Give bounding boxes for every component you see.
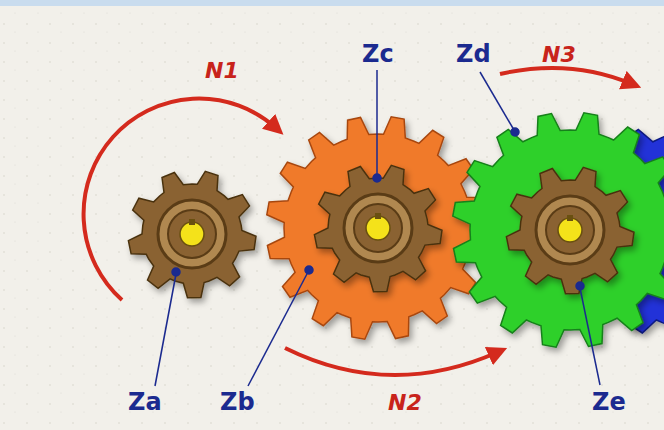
gear-label: Ze [592, 390, 626, 414]
gear-za [128, 171, 256, 297]
gear-label: Za [128, 390, 162, 414]
gear-zb [267, 117, 489, 339]
speed-label: N2 [388, 392, 422, 414]
top-band [0, 0, 664, 6]
hub [536, 196, 604, 264]
speed-label: N3 [542, 44, 576, 66]
gear-label: Zd [456, 42, 491, 66]
rotation-arrow [285, 348, 498, 375]
hub [344, 194, 412, 262]
gear-zc [314, 165, 442, 291]
speed-label: N1 [205, 60, 239, 82]
gear-label: Zb [220, 390, 255, 414]
rotation-arrow [84, 99, 276, 300]
gear-zd [453, 113, 664, 347]
gear-ze [506, 167, 634, 293]
rotation-arrow [500, 68, 632, 84]
hub [158, 200, 226, 268]
gear-label: Zc [362, 42, 394, 66]
leader-lines [155, 70, 600, 386]
